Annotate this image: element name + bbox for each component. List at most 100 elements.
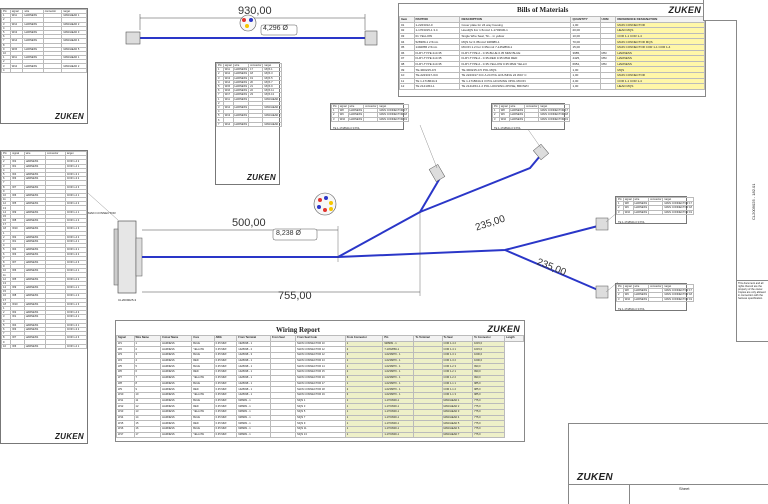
table-cell [45, 343, 66, 349]
table-cell: MAIN CONNECTOR 17 [377, 108, 409, 114]
table-cell: MQS 11 [295, 426, 346, 433]
table-cell: BLUE [191, 380, 215, 388]
main-diameter-label: 8,238 Ø [276, 230, 301, 237]
table-cell [648, 209, 664, 215]
table-cell [413, 363, 443, 371]
table-cell: RED [191, 386, 215, 393]
table-cell: HARNESS [232, 113, 250, 119]
table-cell: YELLOW [191, 431, 215, 439]
table-cell: HARNESS [347, 108, 365, 114]
table-cell: MQS [615, 66, 705, 73]
table-cell: MAIN CONNECTOR 12 [295, 352, 346, 359]
table-cell: RED [191, 357, 215, 365]
table-cell: BLUE [191, 414, 215, 422]
table-cell: 7 [216, 121, 224, 127]
table-cell: 990,0 [472, 369, 505, 376]
table-cell: 1015,0 [472, 346, 505, 354]
brand-logo: ZUKEN [668, 5, 701, 15]
table-cell [413, 340, 443, 348]
table-cell: HARNESS [508, 116, 526, 122]
bom-title: Bills of Materials [517, 6, 569, 14]
table-cell: RED [191, 403, 215, 410]
table-cell: HARNESS [632, 201, 650, 207]
table-cell: 990,0 [472, 374, 505, 382]
table-cell [648, 296, 664, 302]
table-cell: RED [191, 420, 215, 427]
table-cell: 985,0 [472, 380, 505, 388]
table-cell: MQS 7 [295, 414, 346, 422]
main-length-label: 500,00 [232, 217, 266, 229]
table-cell: 775,0 [472, 420, 505, 427]
table-cell [413, 420, 443, 427]
table-cell: 775,0 [472, 414, 505, 422]
table-cell: 985,0 [472, 391, 505, 399]
table-cell: 1000,0 [472, 352, 505, 359]
table-cell: YELLOW [191, 346, 215, 354]
main-harness [39, 124, 619, 299]
table-cell: YELLOW [191, 391, 215, 399]
table-cell: 775,0 [472, 403, 505, 410]
main-cross-section-icon [313, 192, 337, 216]
table-cell: TE 2141454-1 [413, 83, 461, 90]
table-cell: connector [248, 62, 264, 69]
table-cell: connector [363, 103, 379, 110]
table-cell: MAIN CONNECTOR 14 [295, 363, 346, 371]
top-harness [125, 14, 378, 46]
table-cell [413, 374, 443, 382]
table-cell: TE 2141454-1 2 POL HOUSING 2POSE, BROWN [459, 83, 572, 90]
table-cell: W10 [337, 116, 349, 122]
table-cell: BLUE [191, 397, 215, 405]
title-block-top [703, 0, 768, 21]
table-cell: MAIN CONNECTOR [615, 21, 705, 29]
table-cell [413, 408, 443, 416]
column-header: Length [504, 335, 524, 342]
table-cell: COR 1-2 1 [64, 343, 88, 349]
table-cell: MQS 1 [295, 397, 346, 405]
table-cell: BLUE [191, 352, 215, 359]
table-cell: W6 [10, 343, 25, 349]
brand-logo: ZUKEN [246, 173, 276, 182]
table-cell: 985,0 [472, 386, 505, 393]
table-cell: MAIN CONNECTOR 16 [295, 374, 346, 382]
top-length-label: 930,00 [238, 5, 272, 17]
table-cell: COR 1-1 COR 1-4 [615, 77, 705, 85]
brand-logo: ZUKEN [54, 432, 84, 441]
table-cell: 0.35 MM² [213, 431, 238, 439]
table-cell: HARNESS [232, 121, 250, 127]
table-cell: MAN/HEAD 2 [262, 104, 283, 111]
table-cell: 3 [331, 116, 339, 122]
table-cell: 1,00 [570, 66, 601, 73]
main-connector-label: MAIN CONNECTOR [88, 211, 116, 215]
table-cell: 4,00 [570, 77, 601, 85]
table-cell: MAIN CONNECTOR 18 [538, 112, 570, 118]
table-cell: MAIN CONNECTOR 10 [295, 340, 346, 348]
table-cell: 775,0 [472, 426, 505, 433]
table-cell: MQS 9 [295, 420, 346, 427]
table-cell: HEAD MQS [615, 83, 705, 90]
table-cell: 3 [492, 116, 500, 122]
table-cell: HARNESS [632, 288, 650, 294]
table-cell: connector [648, 283, 664, 290]
table-cell [413, 426, 443, 433]
table-cell: connector [524, 103, 540, 110]
branch-lower [337, 225, 599, 258]
brand-logo: ZUKEN [54, 112, 84, 121]
table-cell [22, 67, 44, 73]
vertical-part-no: CL2009025 - 182.01 [751, 183, 756, 220]
